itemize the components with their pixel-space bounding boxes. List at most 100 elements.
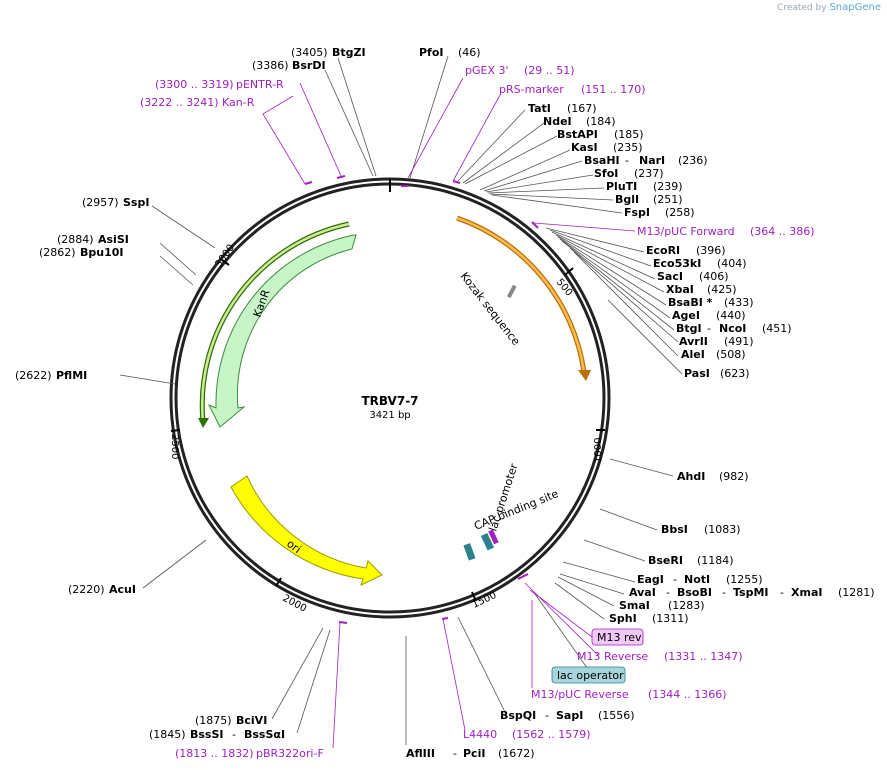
label-nari-pos: (236) (678, 154, 708, 167)
label-pasi: PasI (684, 367, 710, 380)
lac-primer-marker (488, 529, 499, 545)
label-smai-pos: (1283) (668, 599, 705, 612)
label-nari: NarI (639, 154, 665, 167)
lac-promoter-label: lac promoter (486, 462, 520, 533)
label-pfoi-pos: (46) (458, 46, 481, 59)
snapgene-logo: SnapGene (829, 2, 881, 13)
label-bsssai: BssSαI (244, 728, 285, 741)
kanr-label: KanR (251, 288, 273, 319)
kanr-outer-arc (201, 222, 350, 423)
label-pentr-r: pENTR-R (236, 78, 284, 91)
label-fspi: FspI (624, 206, 650, 219)
label-eco53ki-pos: (404) (717, 257, 747, 270)
label-bsabi: BsaBI * (668, 296, 713, 309)
svg-text:-: - (232, 728, 236, 741)
label-tati: TatI (528, 102, 551, 115)
label-kasi-pos: (235) (613, 141, 643, 154)
label-bsrdi: BsrDI (292, 59, 326, 72)
label-saci: SacI (657, 270, 683, 283)
tick-2500: 2500 (169, 434, 180, 459)
label-bsssi: BssSI (190, 728, 224, 741)
label-prs-marker: pRS-marker (499, 83, 564, 96)
cap-binding-label: CAP binding site (472, 487, 560, 533)
label-noti-pos: (1255) (726, 573, 763, 586)
label-smai: SmaI (619, 599, 650, 612)
label-xmai: XmaI (791, 586, 822, 599)
svg-text:-: - (722, 586, 726, 599)
label-bcivi: BciVI (236, 714, 267, 727)
svg-text:-: - (780, 586, 784, 599)
tick-marks (170, 259, 605, 602)
label-pluti-pos: (239) (653, 180, 683, 193)
label-sspi: SspI (123, 196, 149, 209)
label-l4440: L4440 (463, 728, 497, 741)
kanr-outer-arrow-head (198, 418, 209, 428)
label-pentr-r-range: (3300 .. 3319) (155, 78, 234, 91)
label-tati-pos: (167) (567, 102, 597, 115)
cap-site-marker (463, 543, 476, 561)
label-pfoi: PfoI (419, 46, 444, 59)
label-acui-pos: (2220) (68, 583, 105, 596)
label-bgli-pos: (251) (653, 193, 683, 206)
svg-text:-: - (707, 322, 711, 335)
lac-promoter-marker (480, 533, 495, 551)
lac-operator-leader (534, 593, 591, 673)
insert-arc (456, 216, 586, 373)
label-bpu10i-pos: (2862) (39, 246, 76, 259)
label-ecori-pos: (396) (696, 244, 726, 257)
label-bstapi-pos: (185) (614, 128, 644, 141)
label-avai: AvaI (629, 586, 656, 599)
primer-site-marks (304, 175, 539, 624)
label-ahdi-pos: (982) (719, 470, 749, 483)
label-avrii-pos: (491) (724, 335, 754, 348)
label-kan-r-range: (3222 .. 3241) (140, 96, 219, 109)
label-agei: AgeI (672, 309, 700, 322)
label-bsssi-pos: (1845) (149, 728, 186, 741)
label-acui: AcuI (109, 583, 136, 596)
label-agei-pos: (440) (716, 309, 746, 322)
label-btgzi-pos: (3405) (291, 46, 328, 59)
snapgene-watermark: Created by SnapGene (777, 2, 881, 13)
label-sfoi: SfoI (594, 167, 618, 180)
m13-rev-box (591, 628, 644, 646)
label-ncoi: NcoI (719, 322, 746, 335)
label-lac-operator: lac operator (557, 669, 624, 682)
label-sapi-pos: (1556) (598, 709, 635, 722)
label-bseri-pos: (1184) (697, 554, 734, 567)
label-ecori: EcoRI (646, 244, 680, 257)
label-alei-pos: (508) (716, 348, 746, 361)
label-ncoi-pos: (451) (762, 322, 792, 335)
label-bsobi: BsoBI (677, 586, 712, 599)
label-pbr322ori-f-range: (1813 .. 1832) (175, 747, 254, 760)
label-m13-puc-reverse-range: (1344 .. 1366) (648, 688, 727, 701)
label-ndei: NdeI (543, 115, 572, 128)
label-btgi: BtgI (676, 322, 702, 335)
label-sphi-pos: (1311) (652, 612, 689, 625)
label-pflmi: PflMI (56, 369, 87, 382)
label-afliii: AflIII (406, 747, 435, 760)
label-pluti: PluTI (606, 180, 637, 193)
label-prs-marker-range: (151 .. 170) (581, 83, 646, 96)
label-avrii: AvrII (679, 335, 708, 348)
label-alei: AleI (681, 348, 705, 361)
label-bgli: BglI (615, 193, 639, 206)
label-pcii-pos: (1672) (498, 747, 535, 760)
label-kan-r: Kan-R (222, 96, 255, 109)
primer-leader-lines (262, 77, 636, 749)
label-pflmi-pos: (2622) (15, 369, 52, 382)
kozak-marker (506, 284, 517, 299)
label-m13-reverse-range: (1331 .. 1347) (664, 650, 743, 663)
label-xmai-pos: (1281) (838, 586, 875, 599)
label-eco53ki: Eco53kI (653, 257, 701, 270)
label-sapi: SapI (556, 709, 583, 722)
watermark-prefix: Created by (777, 3, 827, 13)
ori-feature (230, 475, 383, 586)
label-asisi: AsiSI (98, 233, 129, 246)
label-xbai-pos: (425) (707, 283, 737, 296)
svg-text:-: - (453, 747, 457, 760)
insert-arrow-head (578, 370, 591, 381)
label-btgzi: BtgZI (332, 46, 366, 59)
label-m13-reverse: M13 Reverse (577, 650, 648, 663)
label-m13-rev: M13 rev (597, 631, 642, 644)
